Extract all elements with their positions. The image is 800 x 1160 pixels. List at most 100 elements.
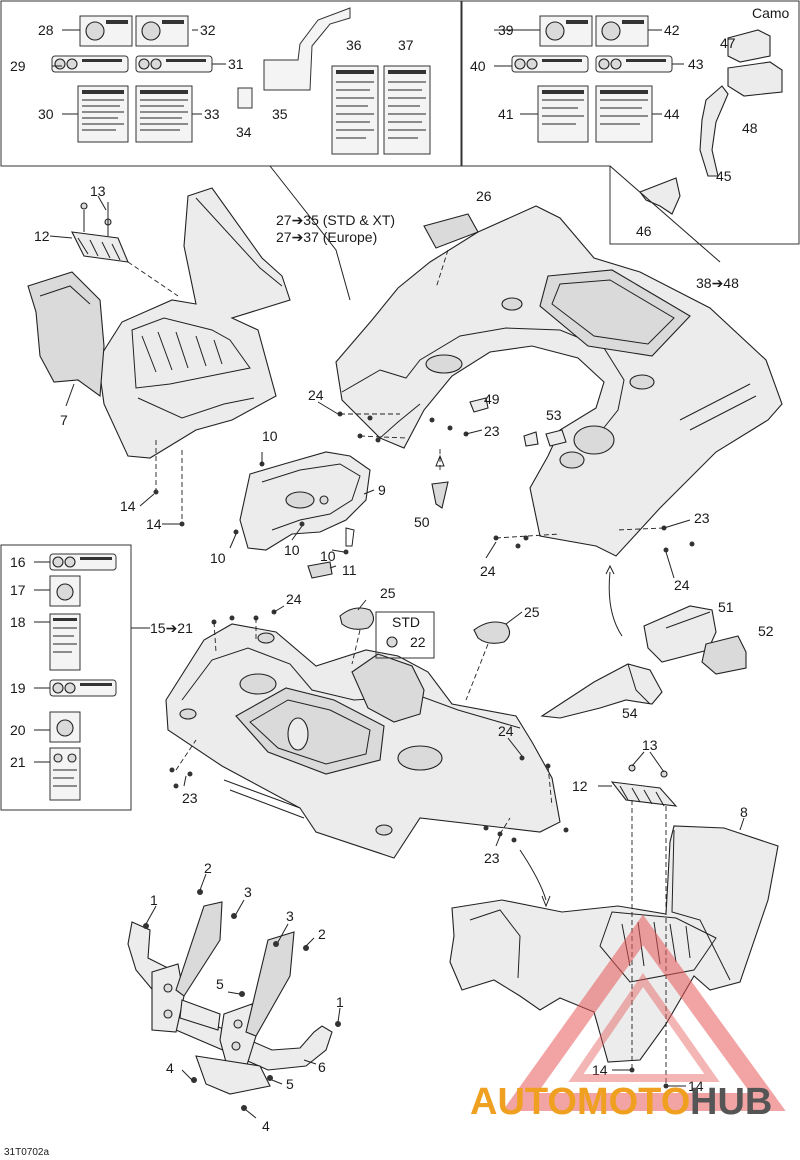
callout-34: 34: [236, 124, 252, 140]
base-plate: [195, 1055, 271, 1095]
callout-10c: 10: [284, 542, 300, 558]
callout-5a: 5: [216, 976, 224, 992]
decals-inset-top: 28 29 30 32 31 33 34 35 36 37: [0, 0, 462, 167]
callout-26: 26: [476, 188, 492, 204]
callout-23d: 23: [484, 850, 500, 866]
camo-part-45: [699, 85, 729, 177]
front-left-fender-group: 13 12 7 14 14: [27, 183, 291, 532]
callout-42: 42: [664, 22, 680, 38]
callout-14d: 14: [688, 1078, 704, 1094]
callout-39: 39: [498, 22, 514, 38]
callout-19: 19: [10, 680, 26, 696]
rear-cover: [351, 653, 425, 723]
callout-17: 17: [10, 582, 26, 598]
callout-10a: 10: [262, 428, 278, 444]
callout-47: 47: [720, 35, 736, 51]
footrest-left-fender: [97, 187, 291, 459]
decal-35: [263, 7, 351, 91]
callout-14c: 14: [592, 1062, 608, 1078]
camo-title: Camo: [752, 5, 790, 21]
callout-54: 54: [622, 705, 638, 721]
camo-inset: Camo 39 40 41 42 43 44 47: [461, 0, 800, 245]
callout-48: 48: [742, 120, 758, 136]
callout-23a: 23: [484, 423, 500, 439]
callout-14a: 14: [120, 498, 136, 514]
watermark-text-hub: HUB: [690, 1081, 772, 1123]
callout-46: 46: [636, 223, 652, 239]
callout-13b: 13: [642, 737, 658, 753]
front-fender-panel: [335, 205, 783, 557]
upright-left: [175, 901, 223, 997]
pouch-52: [701, 635, 747, 675]
decal-33: [135, 85, 193, 143]
callout-2a: 2: [204, 860, 212, 876]
clip-50: [431, 481, 449, 509]
camo-part-47: [727, 29, 771, 63]
rear-right-fender-group: 13 12 8 14 14: [449, 737, 779, 1094]
cap-25a: [339, 607, 375, 630]
callout-33: 33: [204, 106, 220, 122]
callout-25a: 25: [380, 585, 396, 601]
figure-code: 31T0702a: [4, 1147, 49, 1158]
callout-44: 44: [664, 106, 680, 122]
callout-18: 18: [10, 614, 26, 630]
callout-12b: 12: [572, 778, 588, 794]
decal-34: [237, 87, 253, 109]
decal-41: [537, 85, 589, 143]
storage-tray: [539, 269, 691, 357]
std-inset: [375, 611, 435, 659]
callout-24c: 24: [674, 577, 690, 593]
callout-29: 29: [10, 58, 26, 74]
callout-4b: 4: [262, 1118, 270, 1134]
rear-body-panel: STD 22 24 25 25 23 24 23: [165, 585, 569, 908]
callout-43: 43: [688, 56, 704, 72]
callout-16: 16: [10, 554, 26, 570]
callout-24d: 24: [286, 591, 302, 607]
callout-50: 50: [414, 514, 430, 530]
callout-23c: 23: [182, 790, 198, 806]
decal-36: [331, 65, 379, 155]
decal-30: [77, 85, 129, 143]
callout-40: 40: [470, 58, 486, 74]
decal-18: [49, 613, 81, 671]
callout-24a: 24: [308, 387, 324, 403]
rear-storage: [235, 687, 385, 775]
decals-inset-left: 16 17 18 19 20 21 15➔21: [0, 544, 193, 811]
watermark-logo: AUTOMOTO HUB: [470, 914, 786, 1123]
watermark-triangle: [502, 914, 786, 1111]
callout-36: 36: [346, 37, 362, 53]
callout-51: 51: [718, 599, 734, 615]
cover-54: [540, 663, 663, 719]
callout-9: 9: [378, 482, 386, 498]
callout-11: 11: [342, 562, 357, 578]
callout-2b: 2: [318, 926, 326, 942]
callout-3b: 3: [286, 908, 294, 924]
camo-part-48: [727, 61, 783, 97]
callout-24e: 24: [498, 723, 514, 739]
callout-45: 45: [716, 168, 732, 184]
footrest-plate-12b: [610, 781, 678, 807]
range-27-35: 27➔35 (STD & XT): [276, 212, 395, 228]
cap-25b: [473, 621, 511, 644]
callout-13a: 13: [90, 183, 106, 199]
decal-44: [595, 85, 653, 143]
callout-28: 28: [38, 22, 54, 38]
callout-35: 35: [272, 106, 288, 122]
callout-32: 32: [200, 22, 216, 38]
std-title: STD: [392, 614, 420, 630]
callout-1b: 1: [336, 994, 344, 1010]
bracket-53: [545, 429, 567, 447]
callout-8: 8: [740, 804, 748, 820]
watermark-text-auto: AUTOMOTO: [470, 1081, 690, 1123]
callout-21: 21: [10, 754, 26, 770]
callout-10b: 10: [210, 550, 226, 566]
callout-23b: 23: [694, 510, 710, 526]
decal-37: [383, 65, 431, 155]
callout-52: 52: [758, 623, 774, 639]
center-bracket-group: 10 9 10 10 10 11: [210, 428, 386, 579]
callout-6: 6: [318, 1059, 326, 1075]
upright-right: [245, 931, 295, 1037]
pouch-51: [643, 605, 717, 663]
callout-53: 53: [546, 407, 562, 423]
mudflap-7: [27, 271, 105, 398]
